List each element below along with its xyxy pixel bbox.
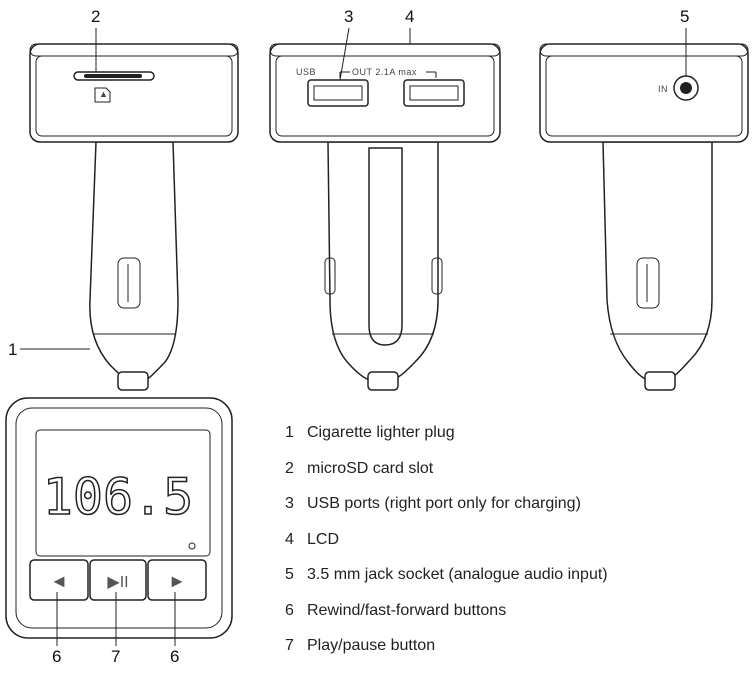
usb-label: USB: [296, 67, 316, 77]
legend-text: microSD card slot: [307, 459, 434, 477]
legend-text: LCD: [307, 530, 340, 548]
callout-1: 1: [8, 340, 17, 359]
svg-text:▲: ▲: [99, 89, 108, 99]
fast-forward-button[interactable]: ►: [147, 559, 207, 601]
callout-6-left: 6: [52, 647, 61, 666]
lcd-frequency-display: 106.5: [43, 468, 194, 526]
legend-number: 4: [285, 530, 294, 548]
usb-port-right: [403, 79, 465, 107]
legend-item: 5 3.5 mm jack socket (analogue audio inpu…: [285, 566, 745, 602]
device-view-front: 106.5 ◄ ▶II ►: [5, 397, 233, 639]
device-view-center: USB OUT 2.1A max: [269, 43, 501, 391]
callout-2: 2: [91, 7, 100, 26]
out-rating-label: OUT 2.1A max: [352, 67, 417, 77]
legend-number: 3: [285, 495, 294, 512]
callout-5: 5: [680, 7, 689, 26]
legend-item: 6 Rewind/fast-forward buttons: [285, 602, 745, 638]
device-view-left: ▲: [29, 43, 239, 391]
legend-item: 3 USB ports (right port only for charging…: [285, 495, 745, 531]
legend-number: 6: [285, 601, 294, 619]
rewind-icon: ◄: [50, 571, 68, 591]
legend-number: 1: [285, 424, 294, 441]
parts-legend: 1 Cigarette lighter plug 2 microSD card sl…: [285, 424, 745, 673]
legend-text: Rewind/fast-forward buttons: [307, 601, 507, 619]
in-label: IN: [658, 84, 668, 94]
legend-item: 1 Cigarette lighter plug: [285, 424, 745, 460]
legend-item: 7 Play/pause button: [285, 637, 745, 673]
microsd-slot: [73, 71, 155, 81]
callout-6-right: 6: [170, 647, 179, 666]
legend-number: 7: [285, 637, 294, 654]
play-pause-button[interactable]: ▶II: [89, 559, 147, 601]
legend-item: 4 LCD: [285, 531, 745, 567]
fast-forward-icon: ►: [168, 571, 186, 591]
rewind-button[interactable]: ◄: [29, 559, 89, 601]
play-pause-icon: ▶II: [107, 574, 128, 591]
legend-number: 5: [285, 566, 294, 583]
device-view-right: IN: [539, 43, 749, 391]
jack-socket: [673, 75, 699, 101]
legend-text: Play/pause button: [307, 637, 436, 654]
legend-text: Cigarette lighter plug: [307, 424, 455, 441]
legend-text: 3.5 mm jack socket (analogue audio input…: [307, 566, 608, 583]
callout-4: 4: [405, 7, 414, 26]
legend-item: 2 microSD card slot: [285, 460, 745, 496]
callouts: 1 2 3 4 5 6 7 6: [8, 7, 689, 666]
callout-3: 3: [344, 7, 353, 26]
legend-text: USB ports (right port only for charging): [307, 495, 581, 512]
legend-number: 2: [285, 459, 294, 477]
microsd-card-icon: ▲: [94, 87, 111, 103]
callout-7: 7: [111, 647, 120, 666]
usb-port-left: [307, 79, 369, 107]
